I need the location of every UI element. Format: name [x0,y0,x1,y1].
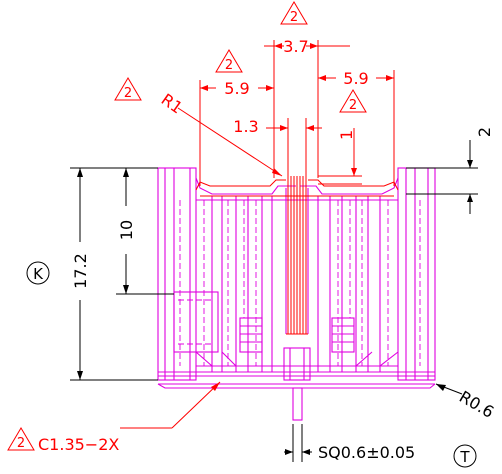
revision-triangle-top [280,1,308,25]
dim-c1-35-2x: C1.35−2X [38,435,119,454]
datum-k-circle [26,261,50,285]
dim-2: 2 [475,127,494,137]
revision-number-left: 2 [225,58,233,73]
revision-arrowheads [200,43,394,391]
black-dimensions [70,140,478,462]
revision-number-bottom: 2 [17,436,25,451]
dim-r1: R1 [158,90,186,118]
dim-1: 1 [337,130,356,140]
datum-t-circle [453,444,477,468]
right-wall-outer [397,167,436,381]
revision-number-top: 2 [290,10,298,25]
revision-number-far-left: 2 [124,86,132,101]
dim-17-2: 17.2 [71,253,90,289]
hidden-lines [178,200,421,366]
revised-feature [195,176,399,335]
dim-3-7: 3.7 [283,37,308,56]
revision-triangle-numbers: 2 2 2 2 2 [17,10,357,451]
dim-5-9-left: 5.9 [224,79,249,98]
datum-markers: K T [26,261,477,468]
dim-5-9-right: 5.9 [343,69,368,88]
revision-triangle-far-left [114,77,142,101]
revision-dimension-text: 3.7 5.9 5.9 R1 1.3 1 C1.35−2X [38,37,369,454]
datum-t-label: T [459,448,470,466]
dim-1-3: 1.3 [233,117,258,136]
left-wall-outer [157,167,197,381]
revision-triangle-left [215,49,243,73]
revision-triangles [7,1,367,451]
black-arrowheads [77,160,473,455]
revision-number-right: 2 [349,98,357,113]
revision-triangle-right [339,89,367,113]
dim-sq0-6: SQ0.6±0.05 [318,443,415,462]
datum-k-label: K [33,265,44,283]
dim-10: 10 [117,220,136,240]
revision-triangle-bottom [7,427,35,451]
black-dimension-text: 17.2 10 2 R0.6 SQ0.6±0.05 [71,127,497,462]
dim-r0-6: R0.6 [456,387,497,422]
